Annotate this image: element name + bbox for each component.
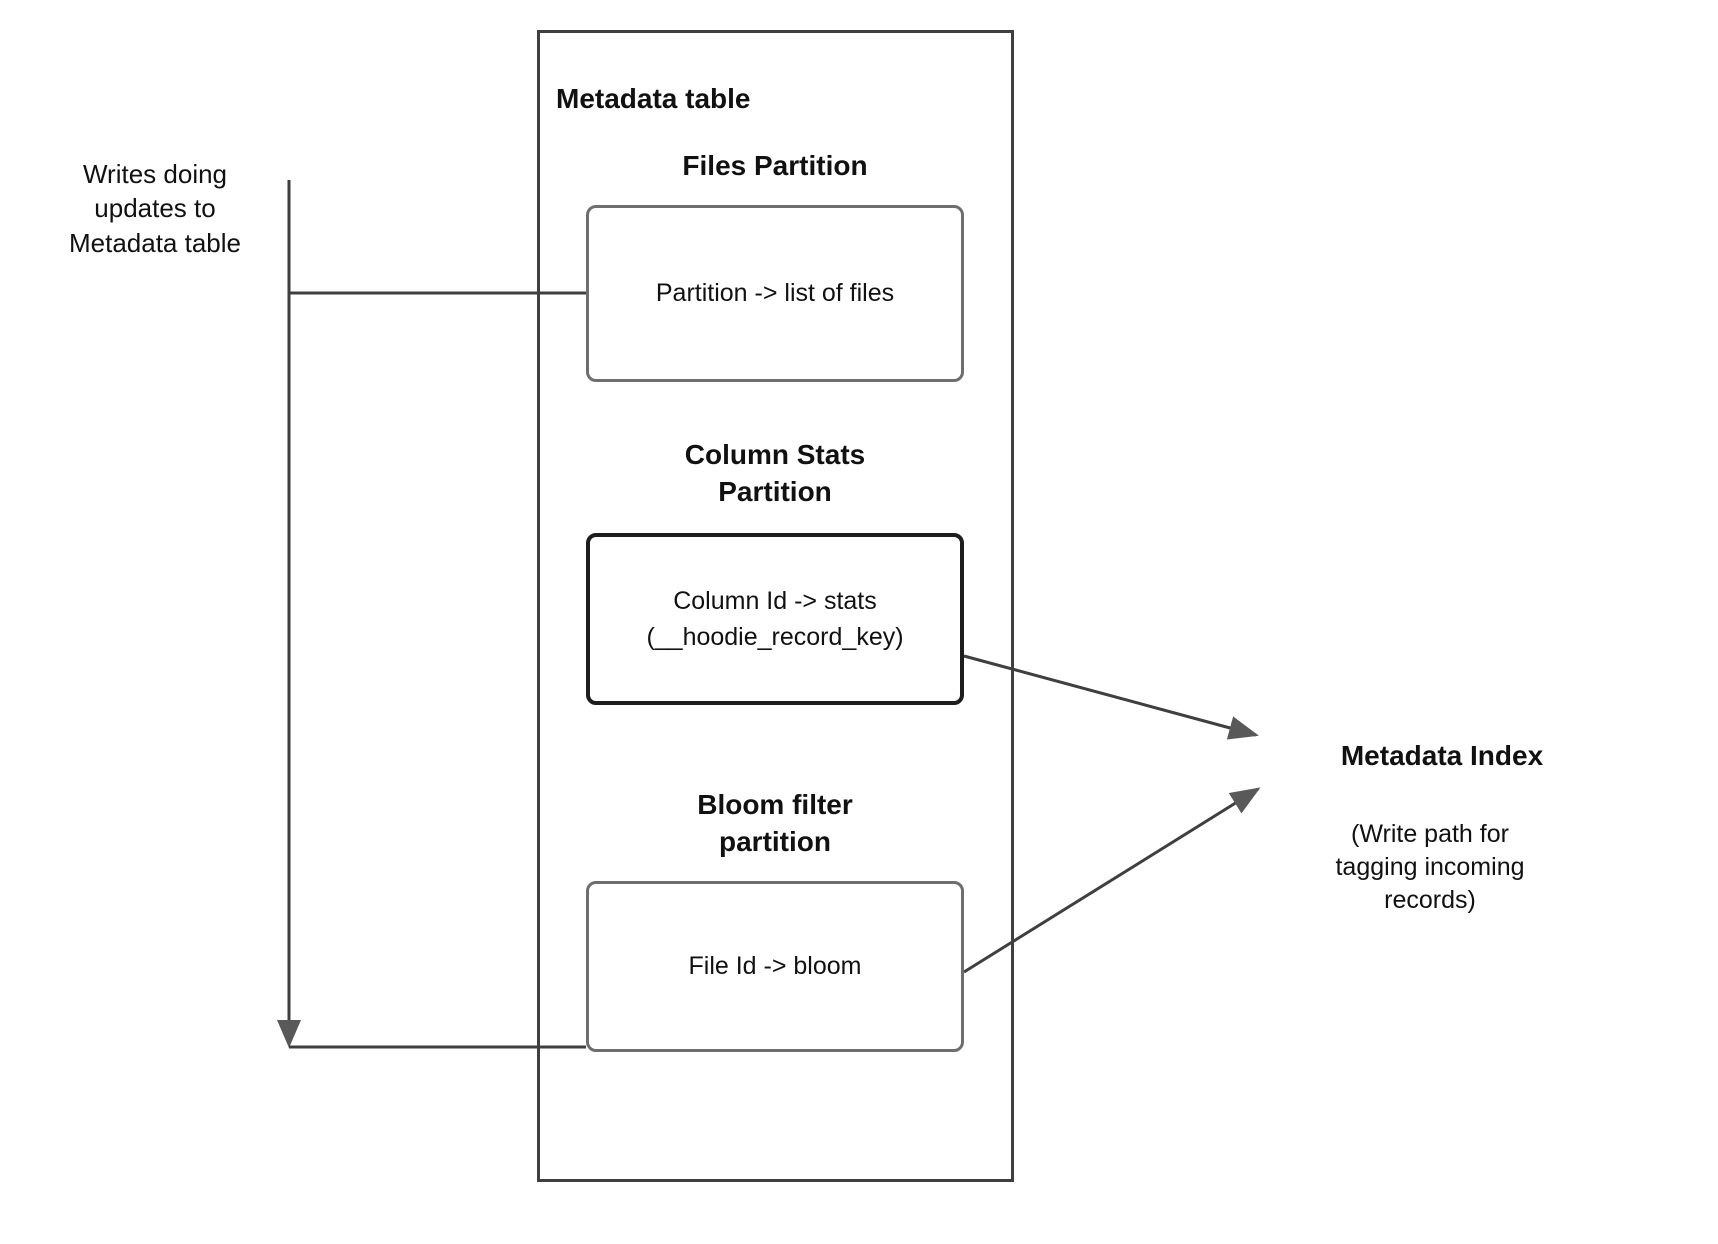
column-stats-partition-heading: Column Stats Partition (684, 439, 866, 507)
files-partition-box-text: Partition -> list of files (655, 279, 895, 308)
bloom-filter-partition-box-text: File Id -> bloom (688, 952, 862, 981)
column-stats-partition-box-text: Column Id -> stats (__hoodie_record_key) (646, 586, 904, 651)
writes-annotation-label: Writes doing updates to Metadata table (68, 159, 241, 258)
metadata-index-caption: (Write path for tagging incoming records… (1335, 820, 1525, 914)
files-partition-box: Partition -> list of files (586, 205, 964, 382)
files-partition-heading: Files Partition (682, 150, 868, 181)
bloom-filter-partition-heading: Bloom filter partition (697, 789, 853, 857)
metadata-index-title: Metadata Index (1340, 740, 1544, 771)
metadata-table-title: Metadata table (556, 83, 751, 114)
bloom-filter-partition-box: File Id -> bloom (586, 881, 964, 1052)
column-stats-partition-box: Column Id -> stats (__hoodie_record_key) (586, 533, 964, 705)
writes-down-arrowhead (277, 1020, 301, 1048)
metadata-table-container (537, 30, 1014, 1182)
